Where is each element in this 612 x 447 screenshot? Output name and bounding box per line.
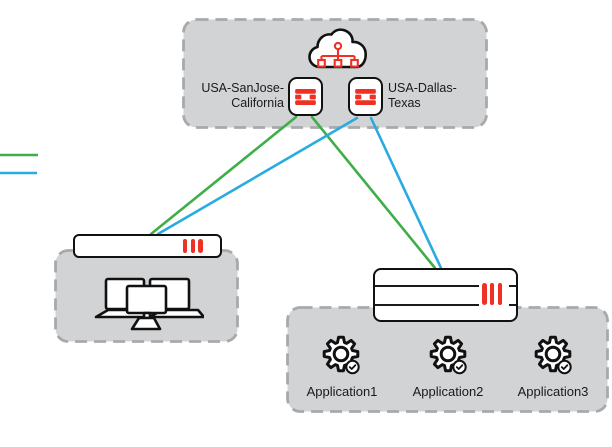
site-label-line: USA-Dallas-	[388, 81, 457, 95]
site-label-line: Texas	[388, 96, 421, 110]
fortinet-logo-icon	[295, 88, 316, 105]
link-blue-dallas-to-datacenter	[369, 116, 443, 270]
cloud-network-icon	[308, 28, 367, 69]
gear-check-icon	[534, 335, 572, 375]
server-device-icon	[373, 268, 518, 322]
fortinet-logo-icon	[355, 88, 376, 105]
link-green-sanjose-to-datacenter	[310, 115, 437, 270]
firewall-sanjose	[288, 77, 323, 116]
link-blue-dallas-to-branch	[156, 116, 359, 236]
server-divider	[375, 284, 516, 287]
firewall-dallas	[348, 77, 383, 116]
workstations-icon	[94, 277, 204, 331]
link-green-sanjose-to-branch	[149, 115, 298, 236]
application-label: Application3	[517, 384, 589, 399]
switch-port-leds	[182, 238, 203, 253]
site-label-sanjose: USA-SanJose- California	[170, 81, 284, 111]
gear-check-icon	[322, 335, 360, 375]
server-port-leds	[482, 282, 503, 305]
hub-site-box	[182, 18, 488, 129]
application-label: Application2	[412, 384, 484, 399]
server-divider	[375, 303, 516, 306]
site-label-line: California	[231, 96, 284, 110]
switch-device-icon	[73, 234, 222, 258]
site-label-dallas: USA-Dallas- Texas	[388, 81, 498, 111]
site-label-line: USA-SanJose-	[201, 81, 284, 95]
sitemap-glyph	[317, 41, 359, 68]
gear-check-icon	[429, 335, 467, 375]
application-label: Application1	[306, 384, 378, 399]
